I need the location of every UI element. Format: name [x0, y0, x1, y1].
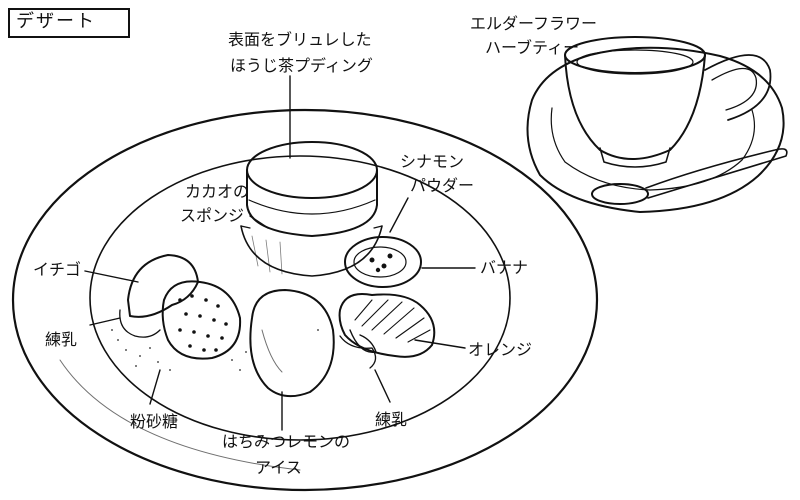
ice-cream-label-line2: アイス: [255, 458, 302, 477]
condensed-milk-drizzle: [339, 335, 377, 369]
title-box: デザート: [8, 8, 130, 38]
tea-label-line1: エルダーフラワー: [470, 14, 598, 33]
tea-label-line2: ハーブティー: [485, 38, 580, 57]
orange-label: オレンジ: [468, 340, 533, 359]
orange-drawing: [338, 293, 436, 358]
ice-cream-drawing: [249, 289, 335, 398]
title: デザート: [16, 11, 96, 32]
pudding-drawing: [240, 141, 383, 277]
strawberry-label: イチゴ: [33, 260, 82, 279]
powdered-sugar-label: 粉砂糖: [130, 412, 179, 431]
powdered-sugar-dots: [111, 329, 319, 371]
cinnamon-label-line2: パウダー: [410, 176, 475, 195]
spoon-drawing: [591, 148, 788, 205]
pudding-label-line2: ほうじ茶プディング: [230, 56, 373, 75]
label-leader-lines: [84, 75, 476, 431]
strawberry-drawing: [119, 254, 242, 360]
banana-label: バナナ: [480, 258, 529, 277]
teacup-drawing: [564, 36, 772, 168]
pudding-label-line1: 表面をブリュレした: [228, 30, 372, 49]
dessert-plate: [11, 108, 599, 492]
condensed-milk-label-left: 練乳: [45, 330, 78, 349]
cacao-label-line2: スポンジ: [180, 206, 245, 225]
condensed-milk-label-bottom: 練乳: [375, 410, 408, 429]
banana-drawing: [344, 236, 422, 288]
ice-cream-label-line1: はちみつレモンの: [222, 432, 351, 451]
cacao-label-line1: カカオの: [185, 182, 250, 201]
cinnamon-label-line1: シナモン: [400, 152, 465, 171]
